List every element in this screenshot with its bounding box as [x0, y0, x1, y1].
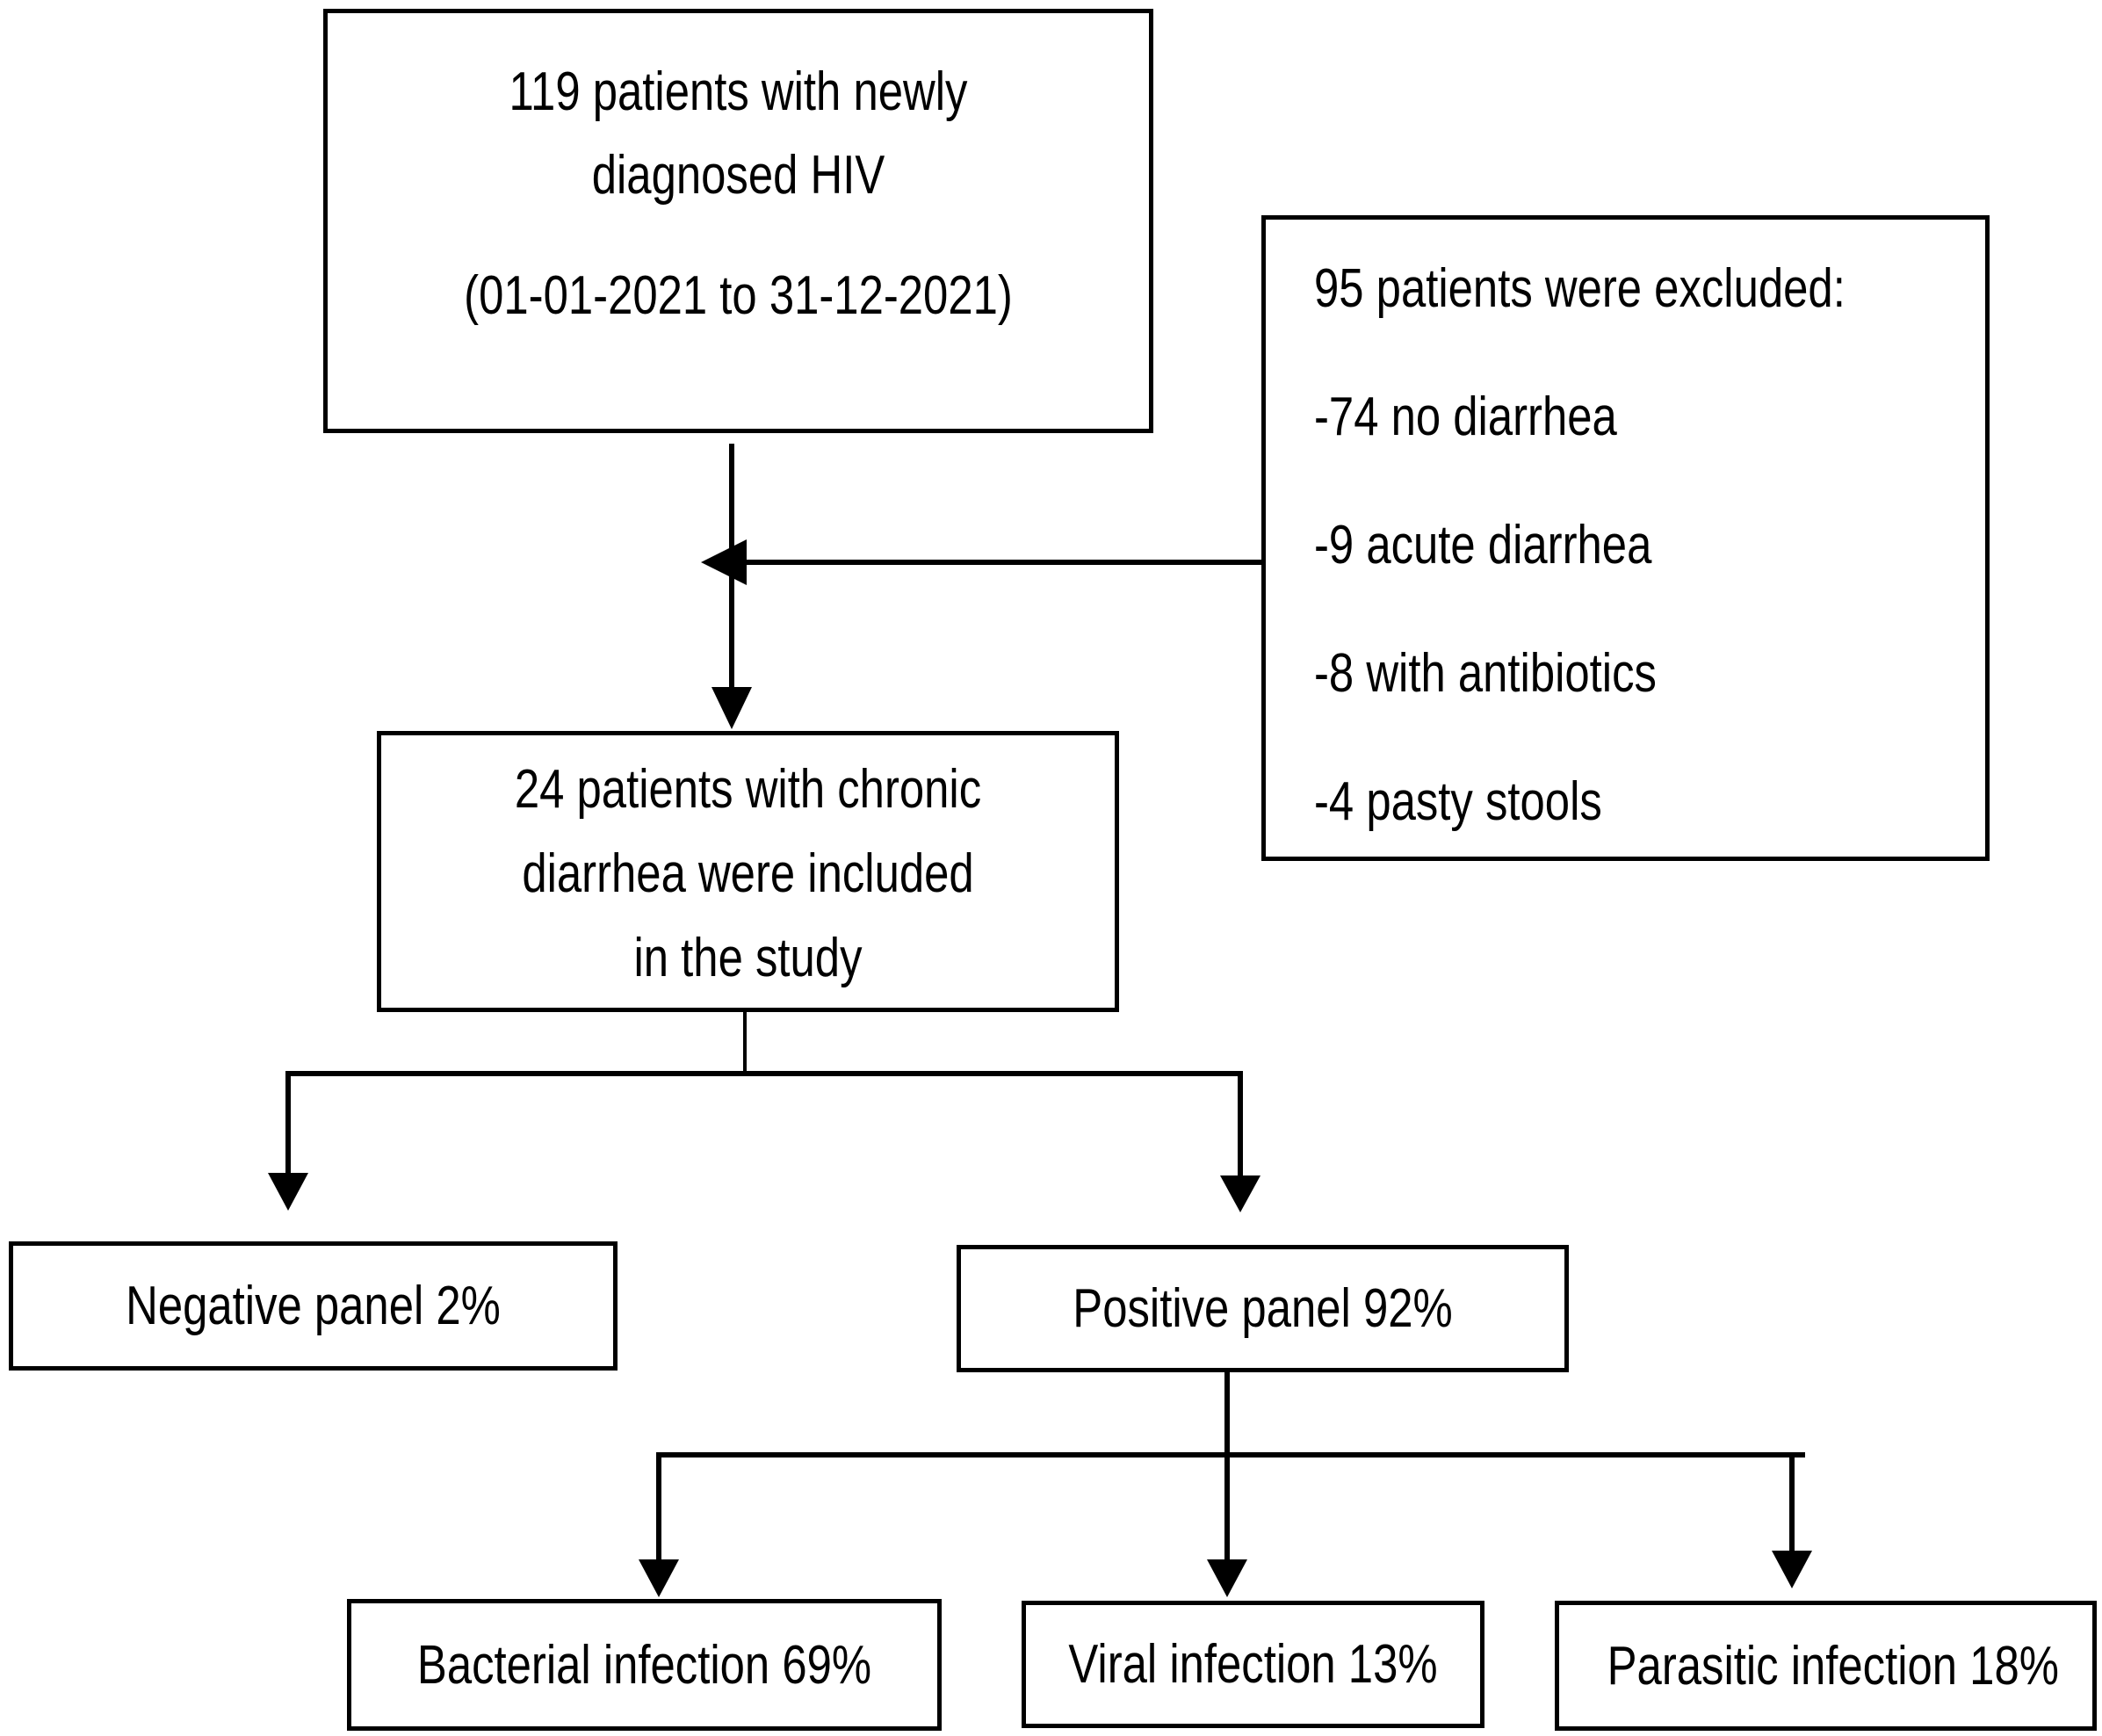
bacterial-infection-box: Bacterial infection 69% [347, 1599, 942, 1731]
excluded-heading: 95 patients were excluded: [1314, 258, 1846, 319]
arrowhead-down-bacterial [639, 1559, 679, 1597]
arrowhead-down-viral [1207, 1559, 1247, 1597]
excluded-box: 95 patients were excluded: -74 no diarrh… [1261, 215, 1990, 861]
enrollment-line-3: (01-01-2021 to 31-12-2021) [464, 265, 1013, 326]
included-line-3: in the study [633, 928, 863, 988]
included-box: 24 patients with chronic diarrhea were i… [377, 731, 1119, 1012]
excluded-item-no-diarrhea: -74 no diarrhea [1314, 387, 1617, 447]
negative-panel-label: Negative panel 2% [126, 1276, 501, 1336]
included-line-2: diarrhea were included [522, 843, 974, 904]
positive-panel-label: Positive panel 92% [1073, 1278, 1453, 1339]
enrollment-line-2: diagnosed HIV [591, 145, 885, 206]
viral-infection-box: Viral infection 13% [1022, 1601, 1484, 1728]
excluded-item-antibiotics: -8 with antibiotics [1314, 643, 1657, 704]
viral-infection-label: Viral infection 13% [1068, 1634, 1438, 1695]
enrollment-line-1: 119 patients with newly [509, 61, 968, 122]
included-line-1: 24 patients with chronic [514, 759, 982, 820]
arrowhead-down-parasitic [1772, 1551, 1812, 1588]
arrowhead-down-positive [1220, 1175, 1260, 1212]
excluded-item-acute-diarrhea: -9 acute diarrhea [1314, 515, 1652, 575]
parasitic-infection-box: Parasitic infection 18% [1555, 1601, 2097, 1731]
excluded-item-pasty-stools: -4 pasty stools [1314, 771, 1602, 832]
arrowhead-left-junction [701, 539, 747, 585]
arrowhead-down-included [712, 687, 752, 729]
positive-panel-box: Positive panel 92% [957, 1245, 1569, 1372]
bacterial-infection-label: Bacterial infection 69% [416, 1634, 872, 1696]
negative-panel-box: Negative panel 2% [9, 1241, 618, 1371]
arrowhead-down-negative [268, 1173, 308, 1211]
enrollment-box: 119 patients with newly diagnosed HIV (0… [323, 9, 1153, 433]
parasitic-infection-label: Parasitic infection 18% [1607, 1635, 2059, 1696]
